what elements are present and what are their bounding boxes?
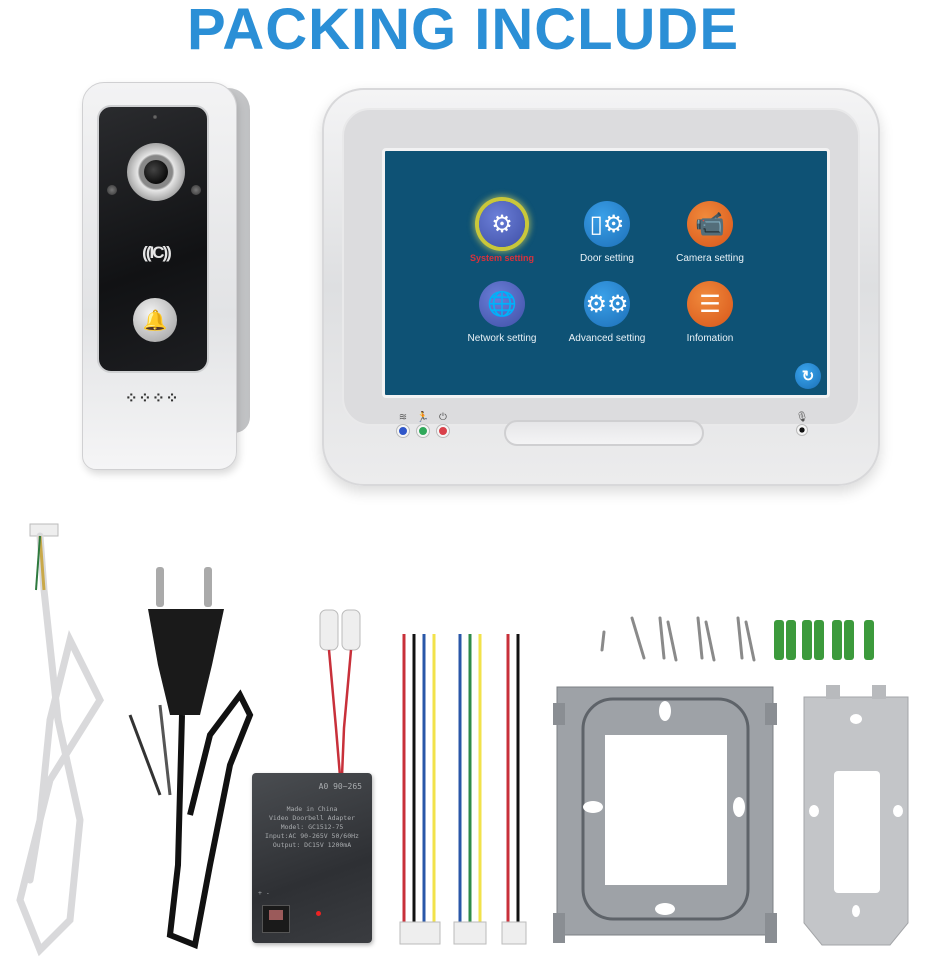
ir-led-left (107, 185, 117, 195)
monitor-mounting-bracket (553, 686, 777, 943)
doorbell-camera: ((IC)) 🔔 ⁘⁘⁘⁘ (80, 82, 270, 472)
camera-lens-icon (127, 143, 185, 201)
connector-wire-sets (399, 634, 527, 945)
door-station-gear-icon: ▯⚙ (584, 201, 630, 247)
microphone-icon: 🎙 (795, 412, 809, 423)
doorbell-faceplate: ((IC)) 🔔 ⁘⁘⁘⁘ (82, 82, 237, 470)
globe-gear-icon: 🌐 (479, 281, 525, 327)
monitor-touch-bar[interactable] (504, 420, 704, 446)
cctv-camera-gear-icon: 📹 (687, 201, 733, 247)
wire-set-4pin (399, 634, 441, 945)
wifi-icon: ≋ (398, 412, 408, 423)
motion-icon: 🏃 (416, 412, 430, 423)
doorbell-panel: ((IC)) 🔔 (97, 105, 209, 373)
power-plug-cord (128, 567, 254, 950)
gear-icon: ⚙ (479, 201, 525, 247)
menu-item-advanced-setting[interactable]: ⚙⚙ Advanced setting (542, 281, 672, 344)
adapter-terminal-block (319, 609, 361, 776)
doorbell-connection-cable (16, 523, 105, 957)
bell-icon[interactable]: 🔔 (133, 298, 177, 342)
mic-hole (153, 115, 157, 119)
power-adapter: A0 90~265 Made in China Video Doorbell A… (252, 773, 372, 943)
power-led (316, 911, 321, 916)
menu-item-system-setting[interactable]: ⚙ System setting (437, 201, 567, 263)
menu-item-information[interactable]: ☰ Infomation (645, 281, 775, 344)
indoor-monitor: ⚙ System setting ▯⚙ Door setting 📹 Camer… (322, 88, 880, 486)
rfid-card-icon: ((IC)) (142, 243, 172, 262)
speaker-grille: ⁘⁘⁘⁘ (125, 390, 180, 407)
power-indicator: ⏻ (436, 412, 450, 437)
microphone: 🎙 (794, 412, 810, 436)
list-icon: ☰ (687, 281, 733, 327)
screws-and-wall-anchors (600, 616, 874, 662)
menu-item-network-setting[interactable]: 🌐 Network setting (437, 281, 567, 344)
wire-set-2pin (501, 634, 527, 945)
monitor-screen: ⚙ System setting ▯⚙ Door setting 📹 Camer… (382, 148, 830, 398)
return-icon[interactable]: ↻ (795, 363, 821, 389)
ir-led-right (191, 185, 201, 195)
power-icon: ⏻ (439, 412, 447, 423)
wire-set-3pin (453, 634, 487, 945)
double-gear-icon: ⚙⚙ (584, 281, 630, 327)
page-title: PACKING INCLUDE (186, 0, 740, 62)
doorbell-mounting-bracket (803, 685, 909, 946)
dc-output-terminal (262, 905, 290, 933)
wifi-indicator: ≋ (396, 412, 410, 437)
menu-item-door-setting[interactable]: ▯⚙ Door setting (542, 201, 672, 264)
menu-item-camera-setting[interactable]: 📹 Camera setting (645, 201, 775, 264)
motion-indicator: 🏃 (416, 412, 430, 437)
